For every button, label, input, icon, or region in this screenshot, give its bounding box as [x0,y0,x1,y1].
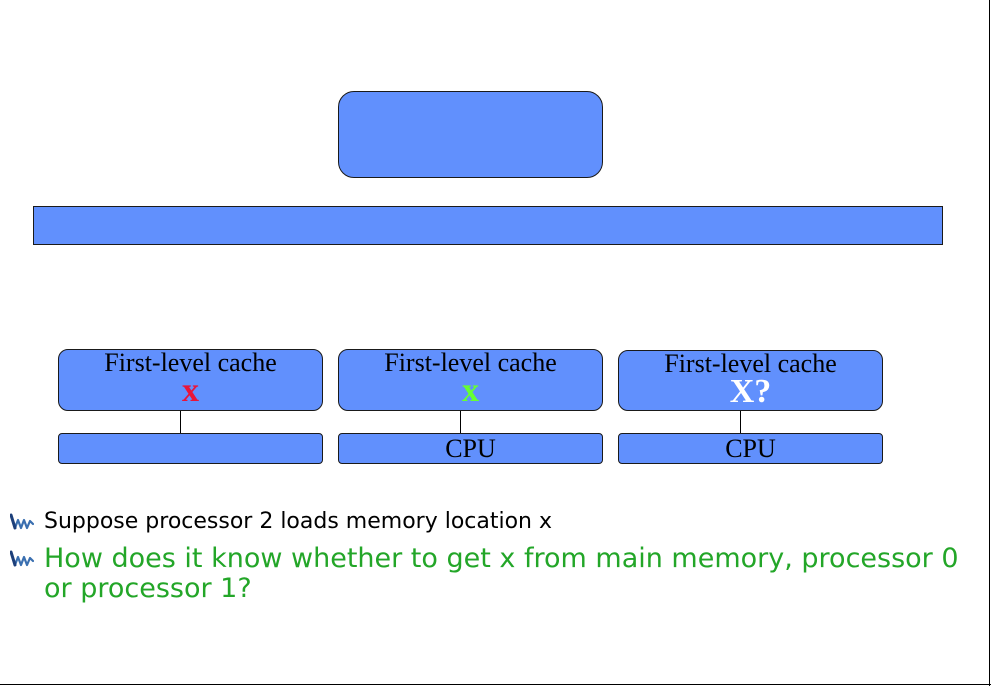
cache-label: First-level cache [104,348,277,377]
cache-value-processor-0: x [182,372,199,409]
cache-label: First-level cache [384,348,557,377]
cache-box-processor-0: First-level cache x [58,349,323,411]
bullet-text: Suppose processor 2 loads memory locatio… [44,509,553,534]
interconnect-bus [33,206,943,245]
cpu-box-processor-1: CPU [338,433,603,464]
cache-cpu-connector-0 [180,411,181,434]
bullet-item: How does it know whether to get x from m… [10,544,980,604]
cache-cpu-connector-2 [740,411,741,434]
cache-box-processor-2: First-level cache X? [618,350,883,411]
cpu-box-processor-0 [58,433,323,464]
cache-cpu-connector-1 [460,411,461,434]
frame-right-border [989,0,990,686]
bullet-item: Suppose processor 2 loads memory locatio… [10,508,980,536]
cache-value-processor-2: X? [729,373,772,410]
bullet-arrow-icon [10,513,34,530]
cache-label: First-level cache [664,349,837,378]
main-memory-box [338,91,603,178]
frame-bottom-border [0,684,991,685]
bullet-list: Suppose processor 2 loads memory locatio… [10,508,980,604]
cpu-box-processor-2: CPU [618,433,883,464]
cache-value-processor-1: x [462,372,479,409]
cache-box-processor-1: First-level cache x [338,349,603,411]
bullet-text: How does it know whether to get x from m… [44,543,959,604]
bullet-arrow-icon [10,550,34,567]
